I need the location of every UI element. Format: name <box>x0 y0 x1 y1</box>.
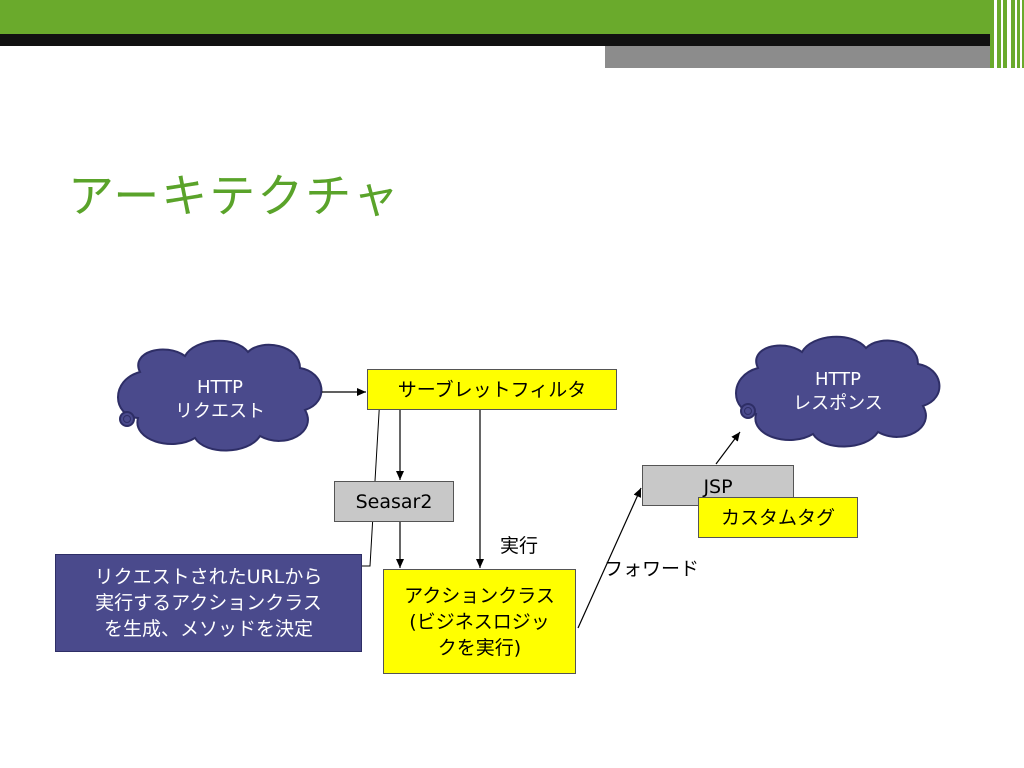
servlet-filter-box: サーブレットフィルタ <box>367 369 617 410</box>
page-title: アーキテクチャ <box>68 169 401 223</box>
arrow-action-to-jsp <box>577 487 642 629</box>
seasar2-box: Seasar2 <box>334 481 454 522</box>
action-class-line3: クを実行) <box>437 636 522 659</box>
http-request-label: HTTP リクエスト <box>150 376 290 424</box>
http-response-label: HTTP レスポンス <box>768 368 908 416</box>
header-gray-bar <box>605 46 1024 68</box>
note-line1: リクエストされたURLから <box>94 566 323 588</box>
http-request-line1: HTTP <box>196 377 244 398</box>
header-stripes <box>990 0 1024 68</box>
action-class-line1: アクションクラス <box>404 584 555 607</box>
execute-label: 実行 <box>500 535 539 557</box>
action-class-box: アクションクラス (ビジネスロジッ クを実行) <box>383 569 576 674</box>
arrow-jsp-to-response <box>715 431 741 465</box>
forward-label: フォワード <box>604 558 700 580</box>
http-response-cloud <box>735 335 941 448</box>
http-response-line1: HTTP <box>814 369 862 390</box>
http-response-line2: レスポンス <box>793 393 883 414</box>
note-line3: を生成、メソッドを決定 <box>103 618 313 640</box>
header-black-bar <box>0 34 1024 46</box>
header-green-bar <box>0 0 1024 34</box>
action-class-line2: (ビジネスロジッ <box>409 610 550 633</box>
note-box: リクエストされたURLから 実行するアクションクラス を生成、メソッドを決定 <box>55 554 362 652</box>
http-request-line2: リクエスト <box>175 401 265 422</box>
http-request-cloud <box>117 339 323 452</box>
note-connector <box>362 395 381 567</box>
note-line2: 実行するアクションクラス <box>95 592 322 614</box>
custom-tag-box: カスタムタグ <box>698 497 858 538</box>
